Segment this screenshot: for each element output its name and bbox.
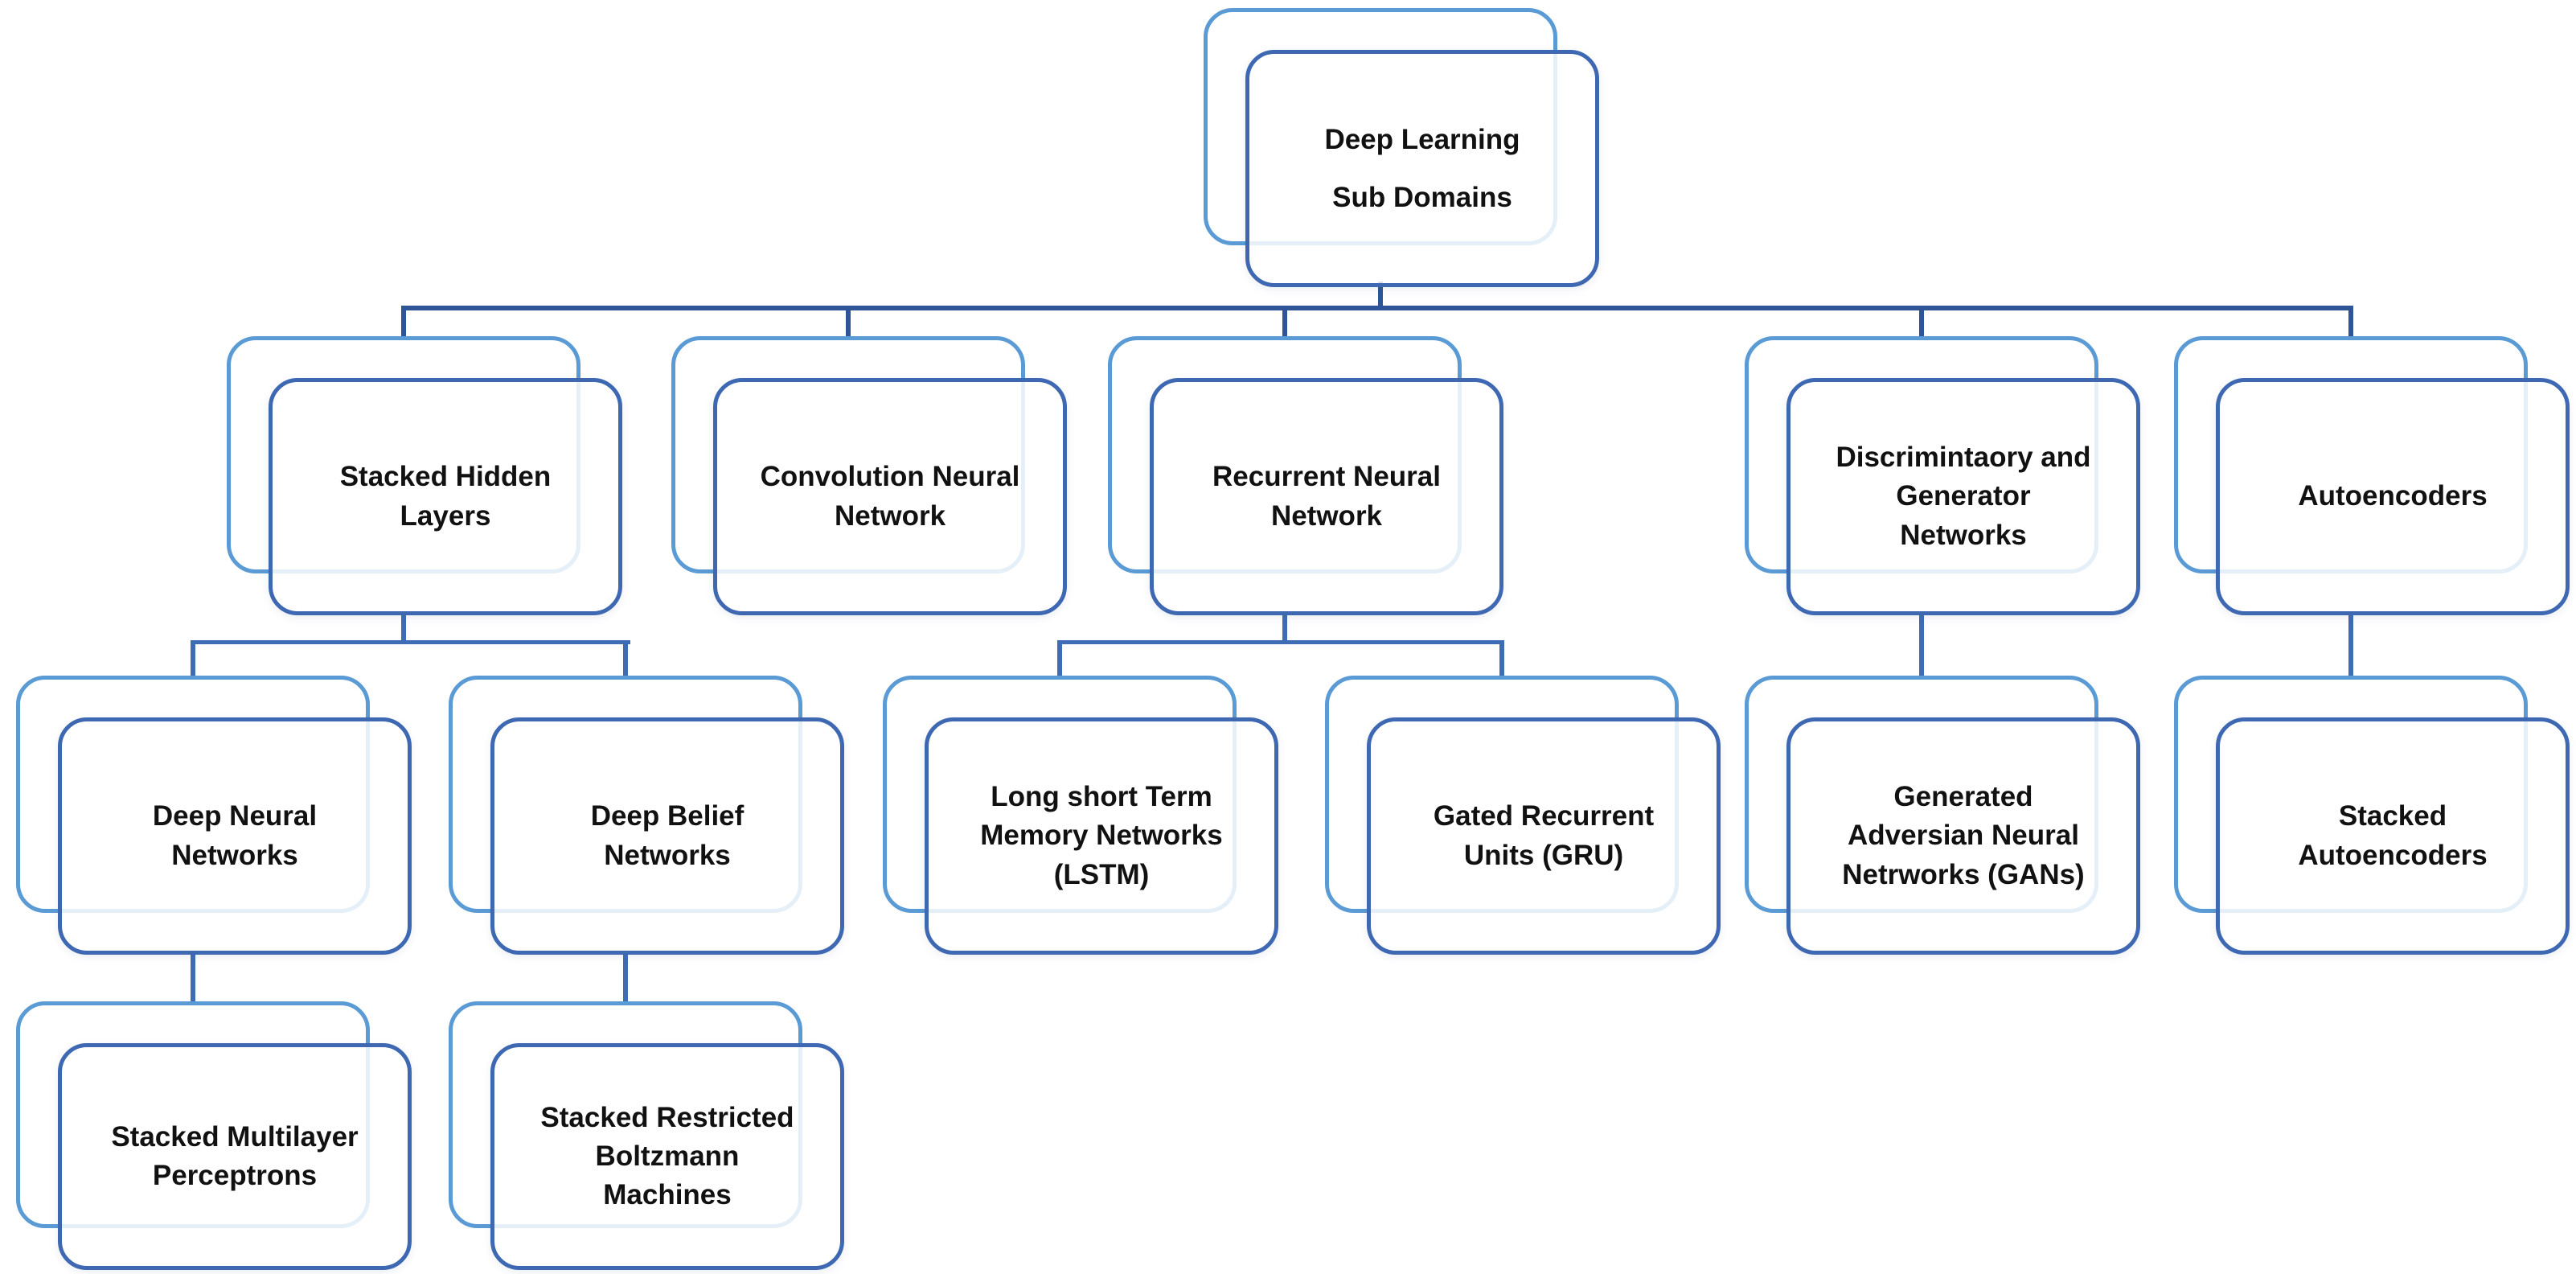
edge-drop-lstm [1057,640,1062,679]
node-convolution-neural-network: Convolution Neural Network [671,336,1067,615]
node-recurrent-neural-network: Recurrent Neural Network [1108,336,1503,615]
node-autoencoders: Autoencoders [2174,336,2570,615]
node-gru-front-card: Gated Recurrent Units (GRU) [1367,717,1721,955]
edge-deep-belief-networks-to-boltzmann [623,951,628,1005]
node-gans: Generated Adversian Neural Netrworks (GA… [1745,676,2140,955]
edge-root-stem [1378,282,1383,310]
node-discrimintaory-generator-networks: Discrimintaory and Generator Networks [1745,336,2140,615]
node-deep-belief-networks-front-card: Deep Belief Networks [490,717,844,955]
node-deep-neural-networks-label: Deep Neural Networks [152,800,318,871]
edge-deep-neural-networks-to-perceptrons [191,951,195,1005]
node-deep-belief-networks: Deep Belief Networks [449,676,844,955]
node-gru: Gated Recurrent Units (GRU) [1325,676,1721,955]
node-deep-learning-sub-domains-front-card: Deep Learning Sub Domains [1245,50,1599,287]
node-deep-belief-networks-label: Deep Belief Networks [590,800,744,871]
node-stacked-hidden-layers-front-card: Stacked Hidden Layers [269,378,622,615]
edge-drop-stacked-hidden-layers [401,306,406,339]
node-deep-neural-networks-front-card: Deep Neural Networks [58,717,412,955]
node-deep-neural-networks: Deep Neural Networks [16,676,412,955]
node-gans-label: Generated Adversian Neural Netrworks (GA… [1842,781,2085,890]
edge-drop-autoencoders [2348,306,2353,339]
node-autoencoders-label: Autoencoders [2298,480,2488,512]
node-lstm-label: Long short Term Memory Networks (LSTM) [980,781,1223,890]
node-stacked-autoencoders-label: Stacked Autoencoders [2298,800,2488,871]
node-stacked-autoencoders-front-card: Stacked Autoencoders [2216,717,2570,955]
node-lstm-front-card: Long short Term Memory Networks (LSTM) [925,717,1278,955]
node-stacked-multilayer-perceptrons-front-card: Stacked Multilayer Perceptrons [58,1043,412,1270]
node-recurrent-neural-network-front-card: Recurrent Neural Network [1150,378,1503,615]
edge-drop-discrimintaory-generator-networks [1919,306,1924,339]
node-stacked-hidden-layers-label: Stacked Hidden Layers [339,461,552,532]
node-stacked-multilayer-perceptrons: Stacked Multilayer Perceptrons [16,1001,412,1274]
node-gru-label: Gated Recurrent Units (GRU) [1433,800,1655,871]
edge-autoencoders-to-stacked-autoencoders [2348,612,2353,679]
node-gans-front-card: Generated Adversian Neural Netrworks (GA… [1786,717,2140,955]
edge-drop-gru [1499,640,1504,679]
edge-rnn-children-bus [1057,640,1504,644]
edge-discrimintaory-to-gans [1919,612,1924,679]
node-deep-learning-sub-domains-label: Deep Learning Sub Domains [1324,123,1520,213]
node-discrimintaory-generator-networks-front-card: Discrimintaory and Generator Networks [1786,378,2140,615]
node-autoencoders-front-card: Autoencoders [2216,378,2570,615]
node-lstm: Long short Term Memory Networks (LSTM) [883,676,1278,955]
node-discrimintaory-generator-networks-label: Discrimintaory and Generator Networks [1836,442,2091,551]
node-stacked-restricted-boltzmann-machines-front-card: Stacked Restricted Boltzmann Machines [490,1043,844,1270]
node-stacked-multilayer-perceptrons-label: Stacked Multilayer Perceptrons [111,1120,359,1191]
edge-drop-recurrent-neural-network [1282,306,1287,339]
node-deep-learning-sub-domains: Deep Learning Sub Domains [1204,8,1599,287]
edge-drop-convolution-neural-network [846,306,851,339]
node-recurrent-neural-network-label: Recurrent Neural Network [1212,461,1441,532]
edge-level2-bus [401,306,2353,310]
node-convolution-neural-network-label: Convolution Neural Network [760,461,1020,532]
edge-drop-deep-belief-networks [623,640,628,679]
node-stacked-autoencoders: Stacked Autoencoders [2174,676,2570,955]
edge-recurrent-neural-network-stem [1282,612,1287,644]
node-stacked-restricted-boltzmann-machines-label: Stacked Restricted Boltzmann Machines [540,1101,794,1211]
edge-stacked-hidden-layers-stem [401,612,406,644]
edge-drop-deep-neural-networks [191,640,195,679]
node-convolution-neural-network-front-card: Convolution Neural Network [713,378,1067,615]
node-stacked-hidden-layers: Stacked Hidden Layers [227,336,622,615]
edge-shl-children-bus [191,640,630,644]
node-stacked-restricted-boltzmann-machines: Stacked Restricted Boltzmann Machines [449,1001,844,1274]
